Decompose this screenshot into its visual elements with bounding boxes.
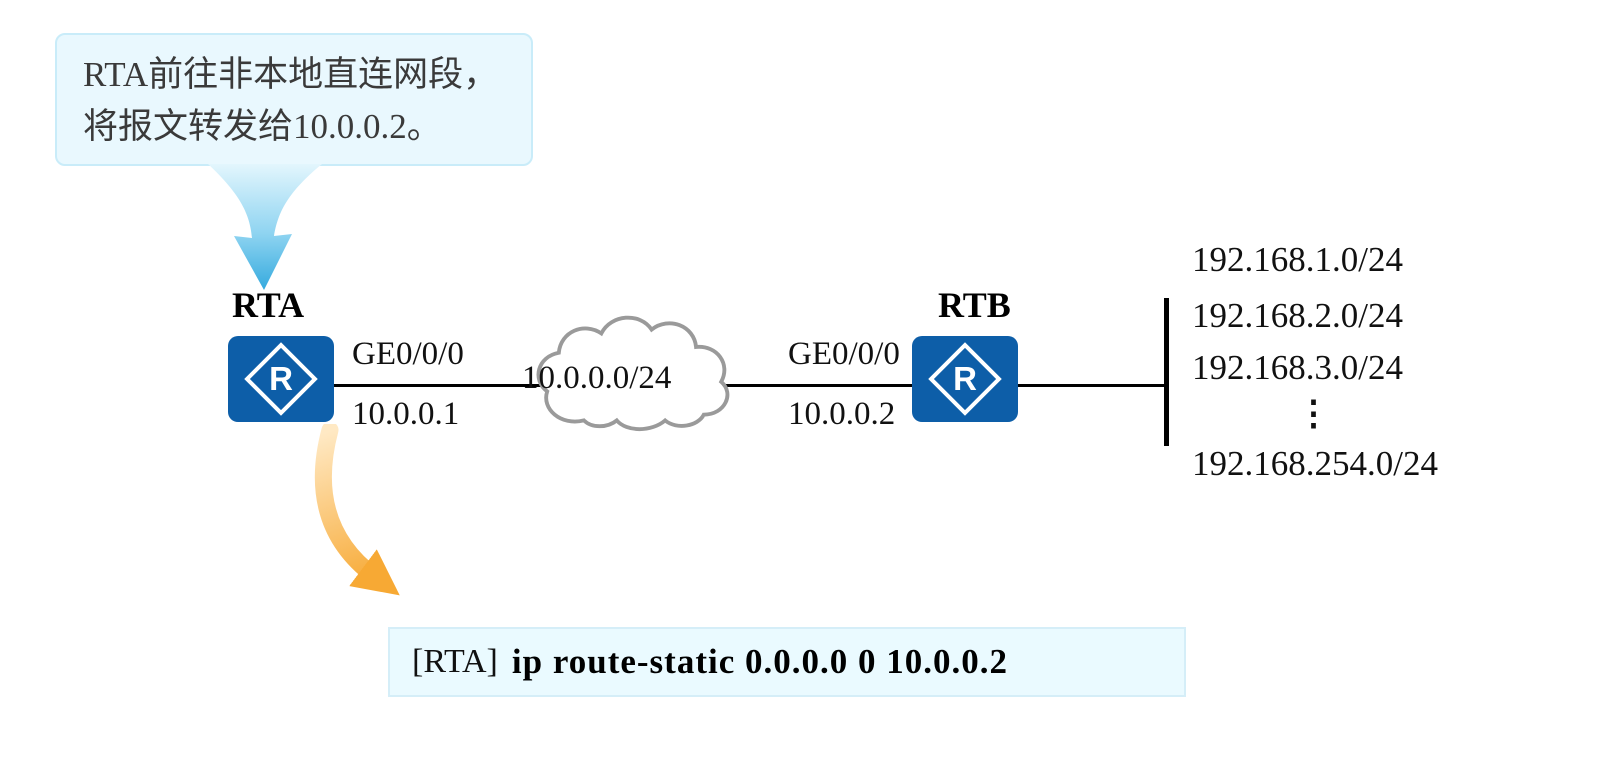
network-cloud-icon: [536, 315, 730, 432]
rtb-ip-label: 10.0.0.2: [788, 396, 896, 432]
network-item: 192.168.3.0/24: [1192, 348, 1403, 387]
network-item: 192.168.254.0/24: [1192, 444, 1438, 483]
rtb-interface-label: GE0/0/0: [788, 336, 900, 372]
rta-ip-label: 10.0.0.1: [352, 396, 460, 432]
curved-arrow-icon: [314, 424, 400, 596]
callout-text-line2: 将报文转发给10.0.0.2。: [83, 107, 442, 146]
network-item: 192.168.1.0/24: [1192, 240, 1403, 279]
command-text: ip route-static 0.0.0.0 0 10.0.0.2: [511, 642, 1008, 681]
router-rtb-label: RTB: [938, 285, 1011, 325]
router-letter: R: [269, 360, 293, 397]
network-list-ellipsis: ⋮: [1296, 394, 1331, 433]
callout-text-line1: RTA前往非本地直连网段，: [83, 55, 499, 94]
cloud-network-label: 10.0.0.0/24: [522, 360, 672, 396]
router-letter: R: [953, 360, 977, 397]
lan-segment-bar: [1164, 298, 1169, 446]
router-rtb-icon: R: [912, 336, 1018, 422]
command-box: [RTA] ip route-static 0.0.0.0 0 10.0.0.2: [388, 627, 1186, 697]
callout-pointer-arrow-icon: [208, 164, 322, 290]
rta-interface-label: GE0/0/0: [352, 336, 464, 372]
callout-bubble: RTA前往非本地直连网段， 将报文转发给10.0.0.2。: [55, 33, 533, 166]
link-line-rtb-lan: [1018, 384, 1166, 387]
network-item: 192.168.2.0/24: [1192, 296, 1403, 335]
router-rta-icon: R: [228, 336, 334, 422]
router-rta-label: RTA: [232, 285, 305, 325]
command-prompt: [RTA]: [412, 643, 498, 680]
